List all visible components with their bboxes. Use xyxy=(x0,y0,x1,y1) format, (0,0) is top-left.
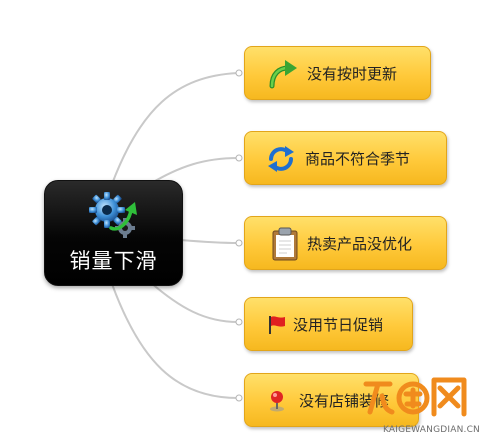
connector-dot-5 xyxy=(235,394,243,402)
connector-dot-4 xyxy=(235,318,243,326)
connector-dot-2 xyxy=(235,154,243,162)
watermark-url: KAIGEWANGDIAN.CN xyxy=(382,425,480,435)
gears-with-arrow-icon xyxy=(89,192,137,238)
branch-label-5: 没有店铺装修 xyxy=(299,392,390,410)
connector-branch-3 xyxy=(180,239,239,244)
branch-label-3: 热卖产品没优化 xyxy=(307,235,413,253)
branch-label-4: 没用节日促销 xyxy=(293,316,384,334)
branch-label-1: 没有按时更新 xyxy=(307,65,398,83)
clipboard-icon xyxy=(265,217,305,271)
red-flag-icon xyxy=(257,298,297,352)
connector-branch-5 xyxy=(111,283,239,399)
map-pin-icon xyxy=(257,374,297,428)
connector-branch-4 xyxy=(149,281,239,323)
connector-dot-3 xyxy=(235,239,243,247)
curved-arrow-icon xyxy=(263,47,303,101)
connector-branch-2 xyxy=(149,157,239,185)
branch-node-2[interactable]: 商品不符合季节 xyxy=(244,131,447,185)
connector-dot-1 xyxy=(235,69,243,77)
branch-node-3[interactable]: 热卖产品没优化 xyxy=(244,216,447,270)
refresh-arrows-icon xyxy=(261,132,301,186)
branch-node-1[interactable]: 没有按时更新 xyxy=(244,46,431,100)
root-node[interactable]: 销量下滑 xyxy=(44,180,183,286)
branch-node-4[interactable]: 没用节日促销 xyxy=(244,297,413,351)
root-label: 销量下滑 xyxy=(69,249,158,273)
watermark-logo xyxy=(363,377,467,417)
connector-branch-1 xyxy=(111,72,239,185)
branch-label-2: 商品不符合季节 xyxy=(305,150,411,168)
